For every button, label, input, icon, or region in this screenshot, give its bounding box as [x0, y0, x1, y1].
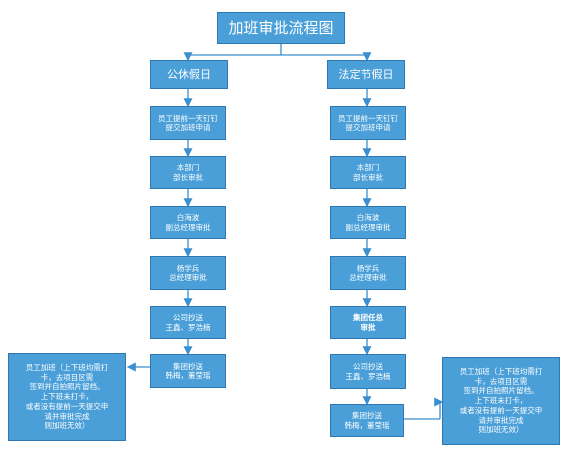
left-step-gm: 杨学兵 总经理审批	[150, 256, 226, 290]
right-step-apply: 员工提前一天钉钉 提交加班申请	[330, 106, 406, 140]
right-overtime-note: 员工加班（上下班均需打 卡，去项目区需 签到并自拍照片留档。 上下班未打卡， 或…	[442, 357, 560, 445]
left-step-department-head: 本部门 部长审批	[150, 156, 226, 189]
right-step-company-cc: 公司抄送 王鑫、罗浩楠	[330, 354, 406, 389]
left-step-company-cc: 公司抄送 王鑫、罗浩楠	[150, 306, 226, 339]
branch-header-statutory-holiday: 法定节假日	[327, 60, 405, 89]
flowchart-title: 加班审批流程图	[217, 12, 345, 44]
right-step-deputy-gm: 白海波 副总经理审批	[330, 206, 406, 239]
branch-header-public-holiday: 公休假日	[150, 60, 228, 89]
left-step-deputy-gm: 白海波 副总经理审批	[150, 206, 226, 239]
right-step-group-president: 集团任总 审批	[330, 306, 406, 339]
left-step-group-cc: 集团抄送 韩梅，董莹瑶	[150, 354, 226, 388]
right-step-group-cc: 集团抄送 韩梅，董莹瑶	[330, 404, 404, 437]
right-step-gm: 杨学兵 总经理审批	[330, 256, 406, 290]
right-step-department-head: 本部门 部长审批	[330, 156, 406, 189]
left-overtime-note: 员工加班（上下班均需打 卡，去项目区需 签到并自拍照片留档。 上下班未打卡， 或…	[8, 353, 126, 441]
left-step-apply: 员工提前一天钉钉 提交加班申请	[150, 106, 226, 140]
